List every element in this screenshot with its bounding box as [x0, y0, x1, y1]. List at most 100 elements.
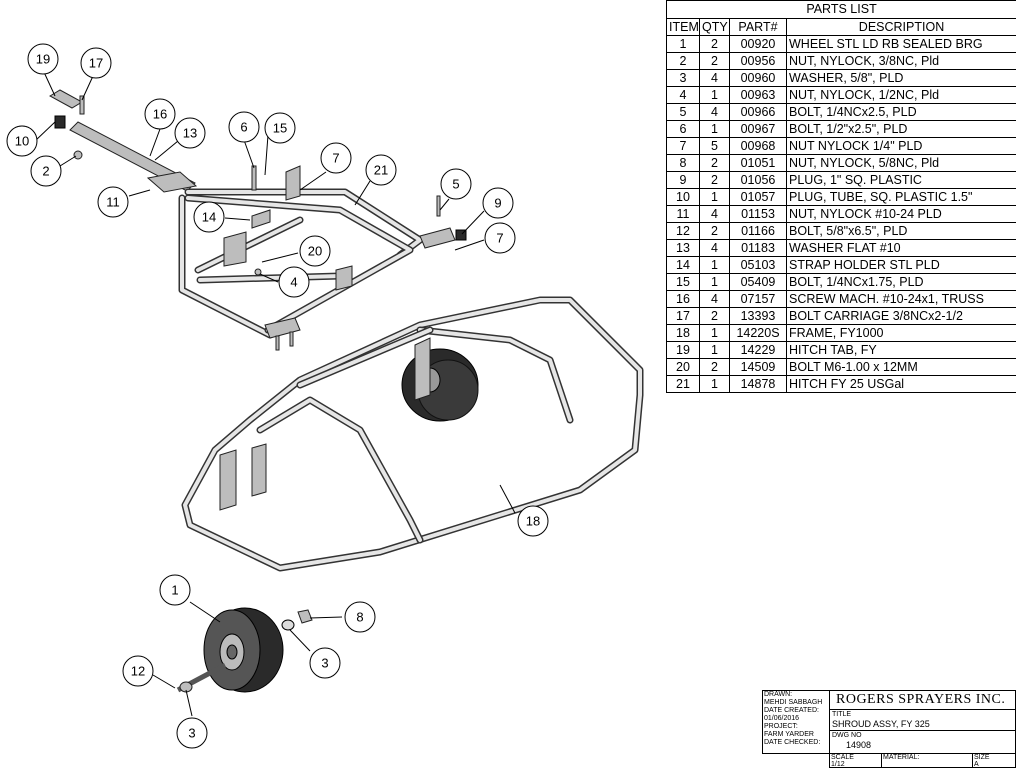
- leader-lines: [34, 69, 516, 717]
- cell-part-number: 00956: [729, 52, 787, 70]
- bolt-rear-2: [289, 331, 294, 347]
- drawn-value: MEHDI SABBAGH: [764, 699, 823, 706]
- cell-description: NUT, NYLOCK #10-24 PLD: [785, 205, 1016, 223]
- cell-part-number: 00963: [729, 86, 787, 104]
- cell-part-number: 14229: [729, 341, 787, 359]
- cell-item: 4: [666, 86, 700, 104]
- cell-qty: 1: [699, 188, 730, 206]
- cell-part-number: 14220S: [729, 324, 787, 342]
- cell-qty: 4: [699, 69, 730, 87]
- cell-qty: 1: [699, 120, 730, 138]
- svg-text:2: 2: [42, 164, 49, 179]
- cell-qty: 4: [699, 239, 730, 257]
- cell-description: NUT, NYLOCK, 3/8NC, Pld: [785, 52, 1016, 70]
- bolt-6: [251, 165, 257, 191]
- cell-item: 18: [666, 324, 700, 342]
- balloon-2: 2: [30, 155, 62, 187]
- cell-description: BOLT, 1/2"x2.5", PLD: [785, 120, 1016, 138]
- cell-item: 14: [666, 256, 700, 274]
- balloon-10: 10: [6, 125, 38, 157]
- company-name: ROGERS SPRAYERS INC.: [836, 692, 1006, 707]
- tube-plug: [54, 115, 66, 129]
- balloon-16: 16: [144, 98, 176, 130]
- col-header-part: PART#: [729, 18, 787, 36]
- hitch-plate: [146, 171, 198, 193]
- cell-description: BOLT, 1/4NCx1.75, PLD: [785, 273, 1016, 291]
- date-created-label: DATE CREATED:: [764, 707, 819, 714]
- balloon-7: 7: [320, 142, 352, 174]
- svg-text:13: 13: [183, 126, 197, 141]
- cell-item: 6: [666, 120, 700, 138]
- cell-qty: 5: [699, 137, 730, 155]
- size-label: SIZE: [974, 754, 990, 761]
- balloon-18: 18: [517, 505, 549, 537]
- date-checked-label: DATE CHECKED:: [764, 739, 821, 746]
- cell-description: WASHER FLAT #10: [785, 239, 1016, 257]
- cell-item: 15: [666, 273, 700, 291]
- svg-text:3: 3: [321, 656, 328, 671]
- cell-part-number: 05409: [729, 273, 787, 291]
- svg-text:18: 18: [526, 514, 540, 529]
- nut-2: [73, 150, 83, 160]
- rear-bracket-1: [219, 449, 237, 511]
- cell-description: WASHER, 5/8", PLD: [785, 69, 1016, 87]
- cell-qty: 4: [699, 290, 730, 308]
- date-created-value: 01/06/2016: [764, 715, 800, 722]
- cell-description: SCREW MACH. #10-24x1, TRUSS: [785, 290, 1016, 308]
- cell-qty: 1: [699, 256, 730, 274]
- cell-item: 9: [666, 171, 700, 189]
- cell-part-number: 00960: [729, 69, 787, 87]
- cell-item: 3: [666, 69, 700, 87]
- material-label: MATERIAL:: [883, 754, 920, 761]
- cell-qty: 2: [699, 307, 730, 325]
- svg-text:7: 7: [332, 151, 339, 166]
- cell-description: FRAME, FY1000: [785, 324, 1016, 342]
- axle-stub-right: [419, 227, 456, 249]
- col-header-qty: QTY: [699, 18, 730, 36]
- size-value: A: [974, 761, 979, 768]
- cell-description: STRAP HOLDER STL PLD: [785, 256, 1016, 274]
- strap-holder-top: [251, 209, 271, 229]
- cell-part-number: 01056: [729, 171, 787, 189]
- cell-part-number: 05103: [729, 256, 787, 274]
- cell-description: BOLT CARRIAGE 3/8NCx2-1/2: [785, 307, 1016, 325]
- cell-qty: 1: [699, 375, 730, 393]
- cell-description: HITCH FY 25 USGal: [785, 375, 1016, 393]
- bolt-rear-1: [275, 335, 280, 351]
- svg-text:5: 5: [452, 177, 459, 192]
- svg-text:15: 15: [273, 121, 287, 136]
- cell-qty: 2: [699, 154, 730, 172]
- cell-item: 12: [666, 222, 700, 240]
- svg-text:21: 21: [374, 163, 388, 178]
- cell-description: HITCH TAB, FY: [785, 341, 1016, 359]
- cell-qty: 1: [699, 341, 730, 359]
- cell-item: 19: [666, 341, 700, 359]
- cell-item: 11: [666, 205, 700, 223]
- cell-item: 13: [666, 239, 700, 257]
- cell-description: PLUG, 1" SQ. PLASTIC: [785, 171, 1016, 189]
- project-label: PROJECT:: [764, 723, 798, 730]
- cell-qty: 2: [699, 52, 730, 70]
- hitch-tongue: [69, 121, 196, 192]
- balloon-20: 20: [299, 235, 331, 267]
- cell-item: 7: [666, 137, 700, 155]
- balloon-3: 3: [309, 647, 341, 679]
- center-bracket: [335, 265, 353, 291]
- cell-item: 8: [666, 154, 700, 172]
- cell-part-number: 00920: [729, 35, 787, 53]
- svg-text:6: 6: [240, 120, 247, 135]
- cell-qty: 2: [699, 222, 730, 240]
- svg-text:1: 1: [171, 583, 178, 598]
